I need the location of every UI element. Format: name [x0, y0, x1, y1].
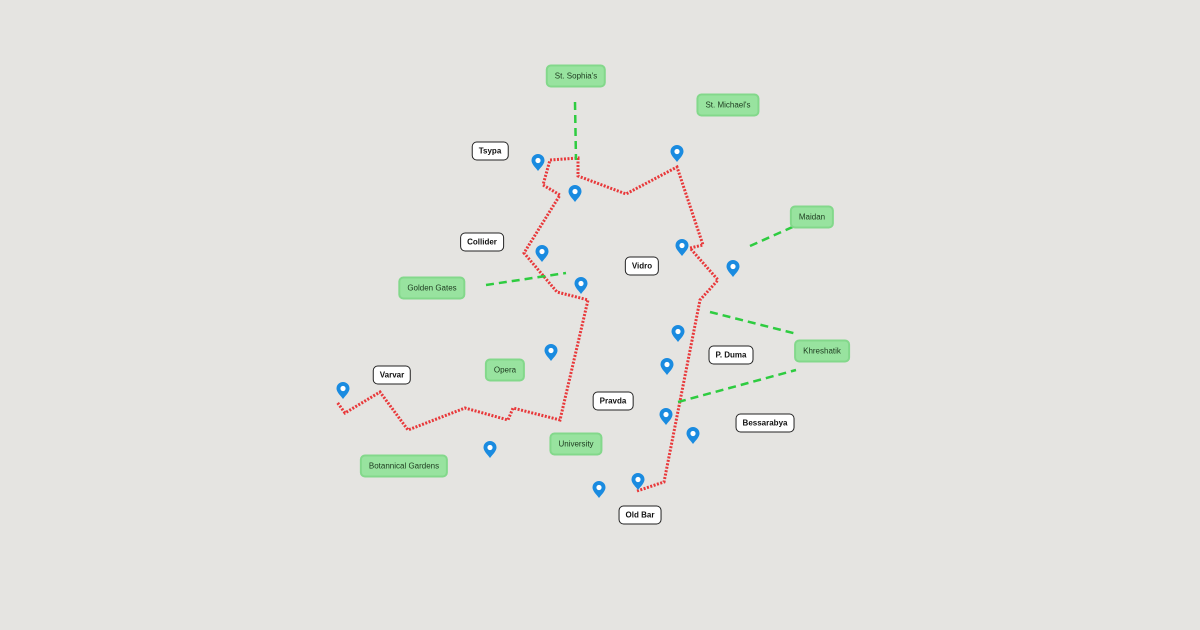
map-pin-dot	[578, 280, 584, 287]
venue-label-bessarabya[interactable]: Bessarabya	[735, 413, 795, 433]
map-pin-dot	[635, 476, 641, 483]
landmark-label-st-michaels[interactable]: St. Michael's	[696, 93, 760, 117]
map-pin-dot	[487, 444, 493, 451]
map-pin-dot	[663, 411, 669, 418]
map-pin-dot	[664, 361, 670, 368]
landmark-label-opera[interactable]: Opera	[484, 358, 526, 382]
map-pin-dot	[596, 484, 602, 491]
venue-label-tsypa[interactable]: Tsypa	[471, 141, 509, 161]
venue-label-pravda[interactable]: Pravda	[592, 391, 634, 411]
connector-line	[749, 223, 798, 248]
landmark-label-khreshatik[interactable]: Khreshatik	[794, 339, 850, 363]
connector-line	[677, 368, 797, 404]
map-pin-dot	[675, 328, 681, 335]
connector-line	[709, 310, 798, 336]
venue-label-varvar[interactable]: Varvar	[372, 365, 412, 385]
map-pin-dot	[572, 188, 578, 195]
venue-label-p-duma[interactable]: P. Duma	[708, 345, 754, 365]
venue-label-vidro[interactable]: Vidro	[624, 256, 660, 276]
map-pin-dot	[679, 242, 685, 249]
map-pin-dot	[730, 263, 736, 270]
map-pin-dot	[548, 347, 554, 354]
venue-label-old-bar[interactable]: Old Bar	[618, 505, 662, 525]
connector-line	[573, 101, 578, 161]
landmark-label-university[interactable]: University	[549, 432, 603, 456]
map-pin-dot	[674, 148, 680, 155]
map-pin-dot	[539, 248, 545, 255]
landmark-label-golden-gates[interactable]: Golden Gates	[398, 276, 466, 300]
landmark-label-maidan[interactable]: Maidan	[789, 205, 835, 229]
map-pin-dot	[690, 430, 696, 437]
landmark-label-botannical-gardens[interactable]: Botannical Gardens	[359, 454, 449, 478]
venue-label-collider[interactable]: Collider	[460, 232, 504, 252]
map-pin-dot	[535, 157, 541, 164]
route-path	[335, 156, 721, 493]
connector-line	[485, 271, 567, 287]
map-pin-dot	[340, 385, 346, 392]
landmark-label-st-sophias[interactable]: St. Sophia's	[545, 64, 607, 88]
